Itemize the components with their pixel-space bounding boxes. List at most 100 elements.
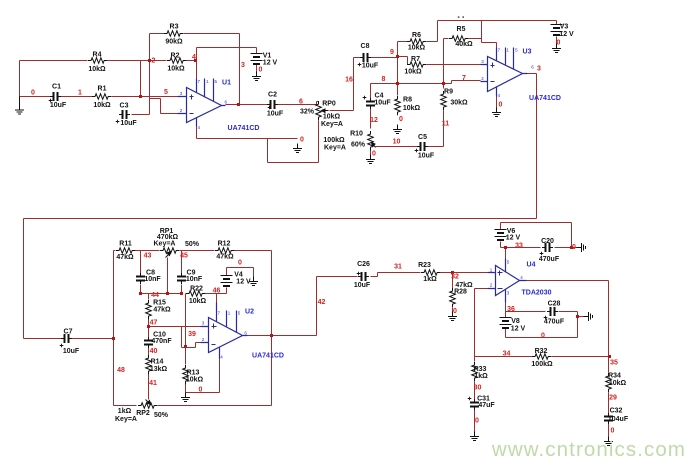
svg-text:0: 0 bbox=[372, 151, 376, 158]
svg-text:10uF: 10uF bbox=[374, 100, 391, 107]
svg-text:TDA2030: TDA2030 bbox=[522, 290, 552, 297]
svg-text:R6: R6 bbox=[412, 32, 421, 39]
svg-text:R15: R15 bbox=[153, 300, 166, 307]
svg-text:R3: R3 bbox=[170, 24, 179, 31]
svg-text:5: 5 bbox=[164, 89, 168, 96]
svg-text:470uF: 470uF bbox=[539, 256, 560, 263]
svg-text:32%: 32% bbox=[300, 109, 315, 116]
svg-text:C7: C7 bbox=[64, 329, 73, 336]
svg-text:1kΩ: 1kΩ bbox=[118, 408, 132, 415]
svg-text:41: 41 bbox=[149, 380, 157, 387]
svg-text:R14: R14 bbox=[151, 359, 164, 366]
svg-text:Key=A: Key=A bbox=[154, 241, 176, 248]
svg-text:6: 6 bbox=[225, 100, 228, 105]
svg-text:C4: C4 bbox=[375, 93, 384, 100]
svg-text:2: 2 bbox=[202, 337, 205, 342]
svg-text:10kΩ: 10kΩ bbox=[167, 66, 185, 73]
svg-text:46: 46 bbox=[213, 288, 221, 295]
svg-text:RP0: RP0 bbox=[322, 101, 336, 108]
svg-text:0: 0 bbox=[611, 428, 615, 435]
svg-text:30kΩ: 30kΩ bbox=[450, 100, 468, 107]
svg-text:10uF: 10uF bbox=[120, 120, 137, 127]
svg-text:10kΩ: 10kΩ bbox=[189, 298, 207, 305]
svg-text:0: 0 bbox=[453, 308, 457, 315]
svg-text:R5: R5 bbox=[457, 26, 466, 33]
svg-text:10kΩ: 10kΩ bbox=[408, 45, 426, 52]
svg-text:10kΩ: 10kΩ bbox=[186, 377, 204, 384]
svg-text:0: 0 bbox=[300, 137, 304, 144]
svg-text:7: 7 bbox=[462, 75, 466, 82]
svg-text:5: 5 bbox=[507, 260, 510, 265]
svg-text:C3: C3 bbox=[120, 103, 129, 110]
svg-text:7: 7 bbox=[197, 79, 200, 84]
svg-text:R7: R7 bbox=[411, 56, 420, 63]
svg-text:1: 1 bbox=[506, 47, 509, 52]
svg-text:3: 3 bbox=[202, 321, 205, 326]
svg-text:0: 0 bbox=[541, 333, 545, 340]
svg-text:47kΩ: 47kΩ bbox=[216, 254, 234, 261]
svg-text:10kΩ: 10kΩ bbox=[404, 69, 422, 76]
svg-text:6: 6 bbox=[531, 65, 534, 70]
svg-text:10kΩ: 10kΩ bbox=[609, 380, 627, 387]
svg-text:10uF: 10uF bbox=[50, 102, 67, 109]
svg-text:C32: C32 bbox=[610, 408, 623, 415]
svg-text:3: 3 bbox=[241, 62, 245, 69]
svg-text:1kΩ: 1kΩ bbox=[474, 373, 488, 380]
svg-text:U4: U4 bbox=[527, 262, 536, 269]
svg-text:47: 47 bbox=[150, 320, 158, 327]
svg-text:www.cntronics.com: www.cntronics.com bbox=[491, 438, 686, 461]
svg-text:60%: 60% bbox=[351, 142, 366, 149]
svg-text:104uF: 104uF bbox=[608, 416, 629, 423]
svg-text:1: 1 bbox=[206, 79, 209, 84]
svg-text:0: 0 bbox=[199, 387, 203, 394]
svg-text:470uF: 470uF bbox=[544, 319, 565, 326]
svg-text:V6: V6 bbox=[507, 228, 516, 235]
svg-text:C8: C8 bbox=[361, 43, 370, 50]
svg-text:C28: C28 bbox=[548, 301, 561, 308]
svg-text:1kΩ: 1kΩ bbox=[423, 276, 437, 283]
svg-text:C1: C1 bbox=[52, 84, 61, 91]
svg-text:UA741CD: UA741CD bbox=[252, 353, 284, 360]
svg-text:0: 0 bbox=[31, 90, 35, 97]
svg-text:1: 1 bbox=[228, 311, 231, 316]
svg-text:0: 0 bbox=[475, 418, 479, 425]
svg-text:3: 3 bbox=[481, 59, 484, 64]
svg-text:11: 11 bbox=[442, 121, 450, 128]
svg-text:0: 0 bbox=[572, 244, 576, 251]
svg-text:10uF: 10uF bbox=[354, 282, 371, 289]
svg-text:4: 4 bbox=[192, 54, 196, 61]
svg-text:50%: 50% bbox=[185, 241, 200, 248]
svg-text:R4: R4 bbox=[93, 52, 102, 59]
svg-text:C26: C26 bbox=[357, 261, 370, 268]
svg-text:4: 4 bbox=[220, 355, 223, 360]
svg-text:470nF: 470nF bbox=[151, 338, 172, 345]
svg-text:31: 31 bbox=[394, 264, 402, 271]
svg-text:5: 5 bbox=[515, 47, 518, 52]
svg-text:C2: C2 bbox=[268, 92, 277, 99]
svg-text:50%: 50% bbox=[154, 412, 169, 419]
svg-text:10kΩ: 10kΩ bbox=[93, 102, 111, 109]
svg-text:10kΩ: 10kΩ bbox=[323, 114, 341, 121]
svg-text:RP2: RP2 bbox=[136, 410, 150, 417]
svg-text:2: 2 bbox=[481, 76, 484, 81]
svg-text:12 V: 12 V bbox=[236, 279, 251, 286]
svg-text:0: 0 bbox=[499, 102, 503, 109]
svg-text:3: 3 bbox=[180, 91, 183, 96]
svg-text:UA741CD: UA741CD bbox=[228, 125, 260, 132]
svg-text:R33: R33 bbox=[474, 366, 487, 373]
svg-text:48: 48 bbox=[117, 367, 125, 374]
svg-text:4: 4 bbox=[197, 125, 200, 130]
svg-text:10uF: 10uF bbox=[267, 111, 284, 118]
svg-text:C10: C10 bbox=[153, 332, 166, 339]
svg-text:12 V: 12 V bbox=[263, 60, 278, 67]
svg-text:9: 9 bbox=[390, 49, 394, 56]
svg-text:6: 6 bbox=[244, 331, 247, 336]
svg-text:0: 0 bbox=[557, 40, 561, 47]
svg-text:R32: R32 bbox=[535, 348, 548, 355]
svg-text:1: 1 bbox=[78, 90, 82, 97]
svg-text:C31: C31 bbox=[477, 396, 490, 403]
svg-text:V4: V4 bbox=[234, 271, 243, 278]
svg-text:R2: R2 bbox=[171, 53, 180, 60]
svg-text:12 V: 12 V bbox=[559, 31, 574, 38]
svg-text:29: 29 bbox=[609, 395, 617, 402]
